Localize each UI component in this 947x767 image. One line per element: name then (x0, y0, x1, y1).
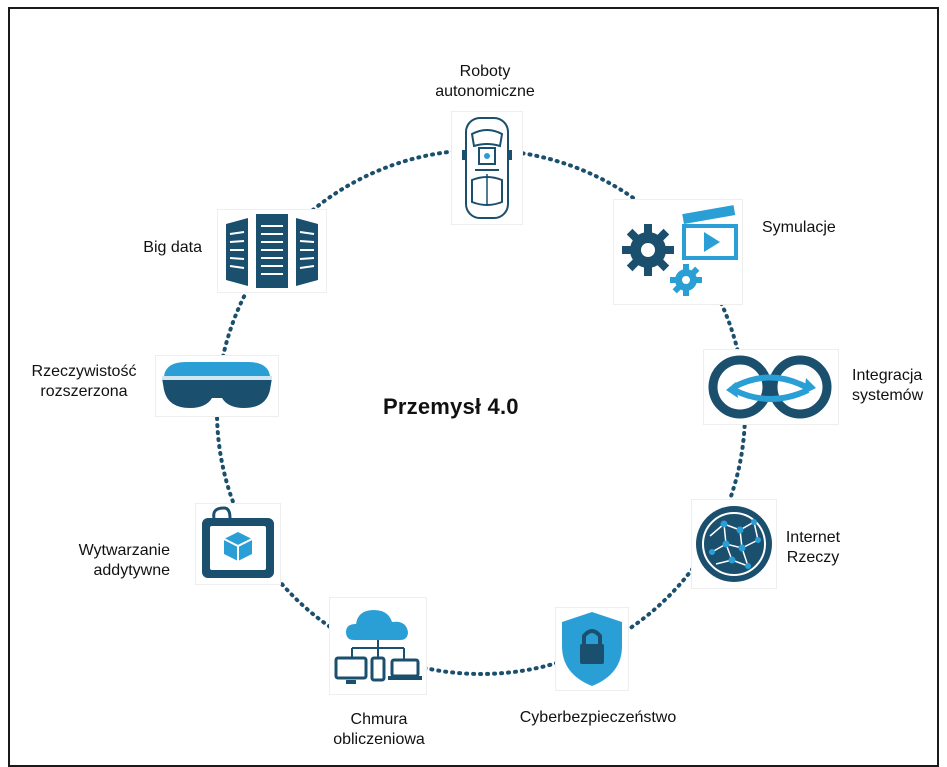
label-simulation: Symulacje (762, 219, 836, 236)
ar-headset-icon (156, 356, 278, 416)
shield-lock-icon (556, 608, 628, 690)
label-security: Cyberbezpieczeństwo (519, 709, 677, 726)
3d-printer-icon (196, 504, 280, 584)
label-bigdata: Big data (143, 239, 202, 256)
server-racks-icon (218, 210, 326, 292)
cloud-devices-icon (330, 598, 426, 694)
diagram-title: Przemysł 4.0 (383, 394, 519, 419)
network-globe-icon (692, 500, 776, 588)
car-robot-icon (452, 112, 522, 224)
linked-rings-icon (704, 350, 838, 424)
gears-video-icon (614, 200, 742, 304)
